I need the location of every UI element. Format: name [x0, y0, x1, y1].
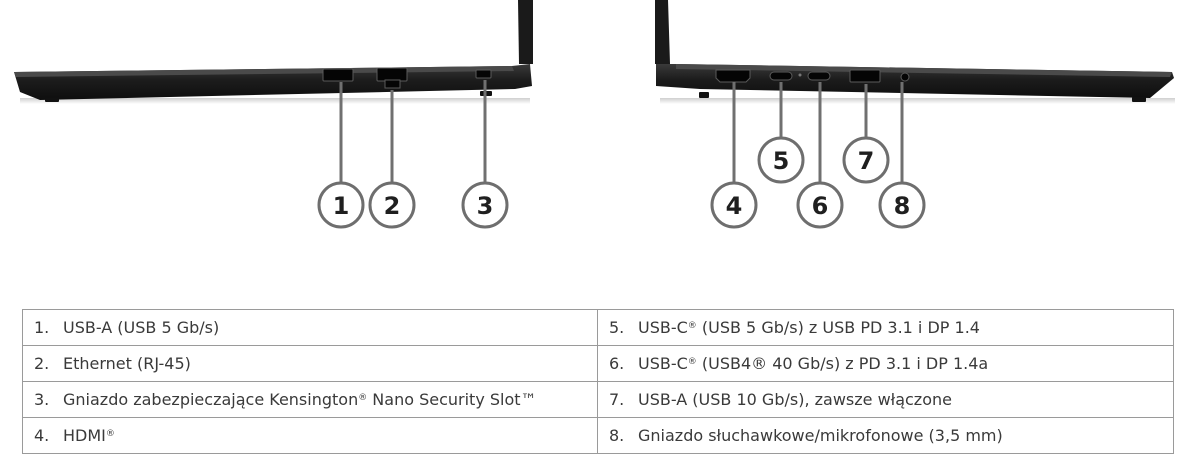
- item-text: USB-C: [638, 318, 688, 337]
- callout-2: 2: [368, 181, 416, 229]
- registered-mark: ®: [105, 429, 115, 439]
- item-number: 8.: [609, 426, 625, 445]
- item-text: USB-C: [638, 354, 688, 373]
- registered-mark: ®: [358, 393, 368, 403]
- item-number: 4.: [34, 426, 50, 445]
- callout-3-label: 3: [477, 192, 494, 220]
- laptop-right-shadow: [660, 98, 1175, 104]
- callout-2-label: 2: [384, 192, 401, 220]
- table-row: 2. Ethernet (RJ-45) 6. USB-C® (USB4® 40 Gb…: [22, 345, 1174, 382]
- item-text: Gniazdo zabezpieczające Kensington: [63, 390, 359, 409]
- registered-mark: ®: [687, 357, 697, 367]
- usb-c-led-icon: [798, 73, 802, 77]
- port-item-5: 5. USB-C® (USB 5 Gb/s) z USB PD 3.1 i DP …: [597, 309, 1174, 346]
- callout-1-label: 1: [333, 192, 350, 220]
- item-number: 1.: [34, 318, 50, 337]
- table-row: 4. HDMI® 8. Gniazdo słuchawkowe/mikrofonow…: [22, 417, 1174, 454]
- port-item-4: 4. HDMI®: [22, 417, 598, 454]
- laptop-right-edge-highlight: [676, 64, 1172, 77]
- callout-4-label: 4: [726, 192, 743, 220]
- port-item-1: 1. USB-A (USB 5 Gb/s): [22, 309, 598, 346]
- item-text: Gniazdo słuchawkowe/mikrofonowe (3,5 mm): [638, 426, 1003, 445]
- port-item-2: 2. Ethernet (RJ-45): [22, 345, 598, 382]
- callout-8: 8: [878, 181, 926, 229]
- ports-illustration: 1 2 3 4 5 6 7 8: [14, 0, 1175, 229]
- item-number: 7.: [609, 390, 625, 409]
- registered-mark: ®: [687, 321, 697, 331]
- callout-1: 1: [317, 181, 365, 229]
- callout-leader-lines: [339, 80, 904, 183]
- table-row: 1. USB-A (USB 5 Gb/s) 5. USB-C® (USB 5 Gb/…: [22, 309, 1174, 346]
- port-item-6: 6. USB-C® (USB4® 40 Gb/s) z PD 3.1 i DP 1…: [597, 345, 1174, 382]
- callout-6-label: 6: [812, 192, 829, 220]
- laptop-left-side: [14, 0, 533, 104]
- callout-7-label: 7: [858, 147, 875, 175]
- usb-a-port-icon: [322, 68, 354, 82]
- table-row: 3. Gniazdo zabezpieczające Kensington® Na…: [22, 381, 1174, 418]
- item-text: HDMI: [63, 426, 106, 445]
- laptop-right-foot-front: [1132, 97, 1146, 102]
- laptop-ports-diagram: 1 2 3 4 5 6 7 8: [14, 0, 1175, 229]
- item-text-suffix: Nano Security Slot™: [367, 390, 537, 409]
- laptop-right-side: [655, 0, 1175, 104]
- item-text: Ethernet (RJ-45): [63, 354, 191, 373]
- callout-4: 4: [710, 181, 758, 229]
- usb-c-port-6-icon: [807, 71, 831, 81]
- laptop-left-shadow: [20, 98, 530, 104]
- port-item-7: 7. USB-A (USB 10 Gb/s), zawsze włączone: [597, 381, 1174, 418]
- item-number: 5.: [609, 318, 625, 337]
- ports-legend-table: 1.USB-A (USB 5 Gb/s) 5.USB-C® (USB 5 Gb/…: [22, 309, 1174, 454]
- callout-3: 3: [461, 181, 509, 229]
- item-number: 3.: [34, 390, 50, 409]
- laptop-left-lid: [518, 0, 533, 64]
- kensington-slot-icon: [475, 69, 492, 79]
- ethernet-port-flap-icon: [384, 79, 401, 89]
- item-text-suffix: (USB4® 40 Gb/s) z PD 3.1 i DP 1.4a: [696, 354, 989, 373]
- item-text-suffix: (USB 5 Gb/s) z USB PD 3.1 i DP 1.4: [696, 318, 980, 337]
- callout-5: 5: [757, 136, 805, 184]
- item-number: 2.: [34, 354, 50, 373]
- item-text: USB-A (USB 10 Gb/s), zawsze włączone: [638, 390, 952, 409]
- usb-a-port-7-icon: [849, 69, 881, 83]
- item-text: USB-A (USB 5 Gb/s): [63, 318, 220, 337]
- callout-6: 6: [796, 181, 844, 229]
- laptop-right-foot-back: [699, 92, 709, 98]
- port-item-8: 8. Gniazdo słuchawkowe/mikrofonowe (3,5 m…: [597, 417, 1174, 454]
- item-number: 6.: [609, 354, 625, 373]
- port-item-3: 3. Gniazdo zabezpieczające Kensington® Na…: [22, 381, 598, 418]
- headphone-jack-icon: [900, 72, 910, 82]
- hdmi-port-icon: [715, 69, 751, 83]
- laptop-right-lid: [655, 0, 670, 64]
- callout-7: 7: [842, 136, 890, 184]
- callout-5-label: 5: [773, 147, 790, 175]
- laptop-left-foot-front: [45, 98, 59, 102]
- callout-8-label: 8: [894, 192, 911, 220]
- usb-c-port-5-icon: [769, 71, 793, 81]
- ethernet-port-icon: [376, 67, 408, 82]
